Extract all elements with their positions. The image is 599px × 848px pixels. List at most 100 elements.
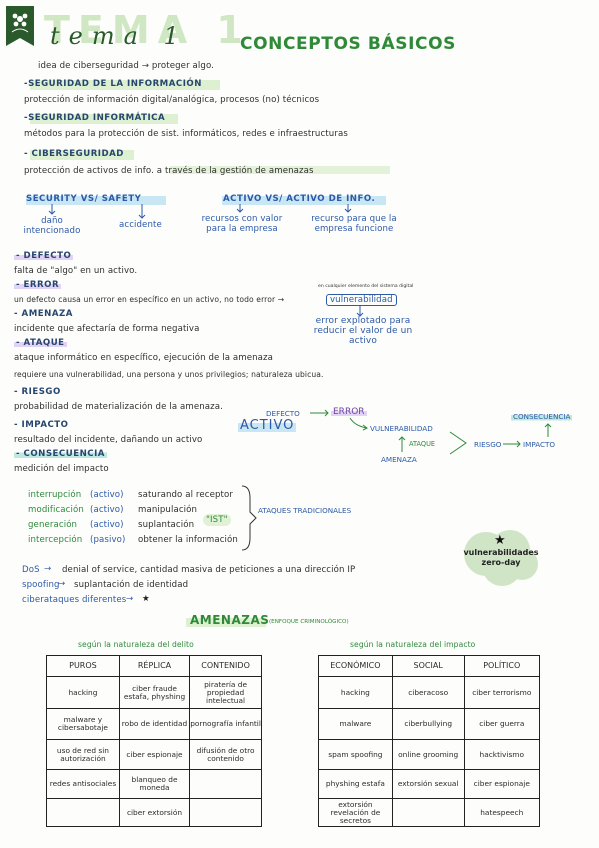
table-cell: ciber guerra: [463, 708, 541, 740]
table-cell: malware y cibersabotaje: [46, 708, 120, 740]
table-naturaleza-impacto: ECONÓMICO SOCIAL POLÍTICO hacking cibera…: [318, 655, 541, 827]
table-cell: ciberacoso: [391, 676, 465, 709]
table-cell: extorsión revelación de secretos: [318, 798, 393, 827]
diagram-riesgo: RIESGO: [474, 440, 502, 449]
spoofing-arrow: →: [58, 579, 66, 589]
def-ciberseguridad-heading: - CIBERSEGURIDAD: [24, 149, 124, 159]
table-cell: [391, 798, 465, 827]
def-seguridad-informatica-heading: -SEGURIDAD INFORMÁTICA: [24, 113, 166, 123]
tema-watermark: TEMA 1: [44, 8, 251, 52]
activo-right: recurso para que la empresa funcione: [311, 214, 397, 234]
left-caption: según la naturaleza del delito: [78, 640, 194, 649]
ciberataques-term: ciberataques diferentes: [22, 595, 127, 605]
attack-row-type: (activo): [90, 505, 124, 515]
attack-row-desc: manipulación: [138, 505, 198, 515]
vuln-note-desc: error explotado para reducir el valor de…: [313, 316, 413, 346]
table-row: uso de red sin autorización ciber espion…: [46, 739, 262, 770]
ist-badge: "IST": [203, 514, 231, 526]
attack-row-desc: suplantación: [138, 520, 195, 530]
table-row: hacking ciber fraude estafa, physhing pi…: [46, 676, 262, 709]
attack-row: interrupción: [28, 490, 82, 500]
attack-row-desc: saturando al receptor: [138, 490, 233, 500]
corner-flower-badge: [6, 6, 34, 46]
table-cell: spam spoofing: [318, 739, 393, 770]
attack-row-type: (pasivo): [90, 535, 126, 545]
activo-left: recursos con valor para la empresa: [201, 214, 283, 234]
table-cell: ciber terrorismo: [463, 676, 541, 709]
table-cell: piratería de propiedad intelectual: [189, 676, 262, 709]
diagram-error: ERROR: [331, 407, 367, 417]
page-subtitle: idea de ciberseguridad → proteger algo.: [38, 61, 214, 71]
table-cell: ciber espionaje: [118, 739, 191, 770]
table-row: hacking ciberacoso ciber terrorismo: [318, 676, 541, 709]
table-cell: hacking: [46, 676, 120, 709]
table-row: extorsión revelación de secretos hatespe…: [318, 798, 541, 827]
concept-defecto-heading: - DEFECTO: [14, 251, 74, 261]
concept-amenaza-text: incidente que afectaría de forma negativ…: [14, 324, 200, 334]
def-seguridad-informatica-text: métodos para la protección de sist. info…: [24, 129, 348, 139]
security-safety-title: SECURITY VS/ SAFETY: [26, 194, 142, 204]
attack-row: generación: [28, 520, 78, 530]
concept-riesgo-heading: - RIESGO: [14, 387, 61, 397]
table-cell: extorsión sexual: [391, 769, 465, 799]
diagram-defecto: DEFECTO: [266, 409, 300, 418]
concept-impacto-heading: - IMPACTO: [14, 420, 69, 430]
attack-row-type: (activo): [90, 490, 124, 500]
table-cell: [46, 798, 120, 827]
concept-ataque-heading: - ATAQUE: [14, 338, 67, 348]
col-header: POLÍTICO: [463, 655, 541, 677]
diagram-impacto: IMPACTO: [523, 440, 556, 449]
star-icon: ★: [494, 533, 506, 548]
def-seguridad-informacion-heading: -SEGURIDAD DE LA INFORMACIÓN: [24, 79, 202, 89]
table-cell: uso de red sin autorización: [46, 739, 120, 770]
def-ciberseguridad-text: protección de activos de info. a través …: [24, 166, 314, 176]
col-header: ECONÓMICO: [318, 655, 393, 677]
dos-text: denial of service, cantidad masiva de pe…: [62, 565, 356, 575]
table-row: ciber extorsión: [46, 798, 262, 827]
attack-row-type: (activo): [90, 520, 124, 530]
attack-row-desc: obtener la información: [138, 535, 238, 545]
security-left: daño intencionado: [23, 216, 81, 236]
table-row: redes antisociales blanqueo de moneda: [46, 769, 262, 799]
table-cell: hacktivismo: [463, 739, 541, 770]
vuln-arrow: [356, 306, 364, 317]
concept-consecuencia-heading: - CONSECUENCIA: [14, 449, 107, 459]
attack-row: modificación: [28, 505, 84, 515]
attacks-label: ATAQUES TRADICIONALES: [258, 506, 352, 515]
table-cell: blanqueo de moneda: [118, 769, 191, 799]
zero-day-bubble: ★ vulnerabilidades zero-day: [458, 528, 544, 588]
amenazas-title: AMENAZAS: [190, 613, 270, 627]
attack-bracket: [241, 485, 257, 551]
table-cell: pornografía infantil: [189, 708, 262, 740]
concept-consecuencia-text: medición del impacto: [14, 464, 109, 474]
concept-defecto-text: falta de "algo" en un activo.: [14, 266, 138, 276]
table-cell: physhing estafa: [318, 769, 393, 799]
table-cell: ciber extorsión: [118, 798, 191, 827]
table-cell: difusión de otro contenido: [189, 739, 262, 770]
col-header: PUROS: [46, 655, 120, 677]
concept-impacto-text: resultado del incidente, dañando un acti…: [14, 435, 203, 445]
security-right: accidente: [119, 220, 162, 230]
table-row: malware y cibersabotaje robo de identida…: [46, 708, 262, 740]
zero-day-text: vulnerabilidades zero-day: [463, 548, 539, 567]
table-cell: ciberbullying: [391, 708, 465, 740]
ciberataques-arrow: →: [126, 594, 134, 604]
diagram-ataque: ATAQUE: [409, 440, 436, 448]
spoofing-term: spoofing: [22, 580, 60, 590]
table-cell: [189, 798, 262, 827]
concept-ataque-text2: requiere una vulnerabilidad, una persona…: [14, 370, 324, 379]
right-caption: según la naturaleza del impacto: [350, 640, 476, 649]
spoofing-text: suplantación de identidad: [74, 580, 189, 590]
tema-script: tema 1: [50, 22, 188, 50]
concept-error-text: un defecto causa un error en específico …: [14, 295, 285, 304]
table-cell: ciber fraude estafa, physhing: [118, 676, 191, 709]
table-cell: [189, 769, 262, 799]
table-cell: malware: [318, 708, 393, 740]
vuln-note-small: en cualquier elemento del sistema digita…: [318, 284, 414, 289]
star-icon: ★: [142, 594, 150, 604]
table-cell: hacking: [318, 676, 393, 709]
dos-term: DoS: [22, 565, 40, 575]
diagram-amenaza: AMENAZA: [381, 455, 417, 464]
